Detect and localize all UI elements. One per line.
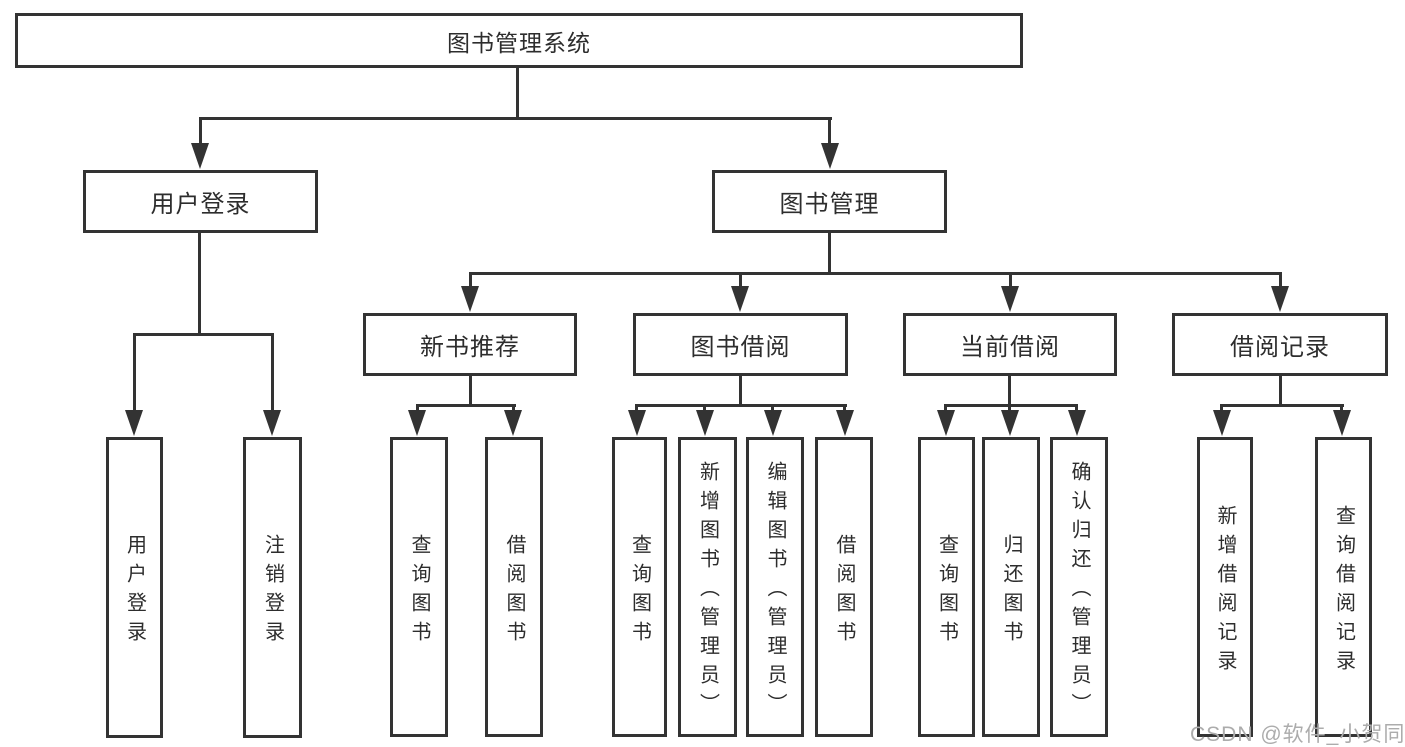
csdn-watermark: CSDN @软件_小贺同学 [1190,723,1405,746]
arrow-down-icon [125,410,143,436]
node-label: 图书管理 [779,191,880,218]
node-book-borrowing: 图书借阅 [633,313,848,376]
edge-line [635,404,638,413]
edge-line [771,404,774,413]
node-current-borrowing: 当前借阅 [903,313,1117,376]
node-label: 确认归还（管理员） [1068,461,1090,722]
node-label: 借阅记录 [1230,334,1330,361]
arrow-down-icon [937,410,955,436]
node-label: 编辑图书（管理员） [764,461,786,722]
edge-line [636,404,847,407]
node-user-login: 用户登录 [83,170,318,233]
edge-line [703,404,706,413]
arrow-down-icon [764,410,782,436]
edge-line [133,333,136,413]
edge-line [416,404,516,407]
edge-line [828,232,831,274]
node-label: 图书借阅 [690,334,791,361]
arrow-down-icon [836,410,854,436]
node-library-management-system: 图书管理系统 [15,13,1023,68]
node-label: 图书管理系统 [447,29,591,56]
edge-line [416,404,419,413]
edge-line [1075,404,1078,413]
edge-line [1340,404,1343,413]
leaf-query-books-3: 查询图书 [918,437,975,737]
arrow-down-icon [408,410,426,436]
arrow-down-icon [1001,410,1019,436]
node-new-book-recommend: 新书推荐 [363,313,577,376]
arrow-down-icon [1001,286,1019,312]
leaf-query-books-1: 查询图书 [390,437,448,737]
leaf-confirm-return-admin: 确认归还（管理员） [1050,437,1108,737]
edge-line [469,375,472,406]
arrow-down-icon [628,410,646,436]
arrow-down-icon [504,410,522,436]
leaf-edit-book-admin: 编辑图书（管理员） [746,437,804,737]
node-borrowing-records: 借阅记录 [1172,313,1388,376]
edge-line [1008,375,1011,406]
leaf-query-books-2: 查询图书 [612,437,667,737]
leaf-add-book-admin: 新增图书（管理员） [678,437,737,737]
edge-line [1008,404,1011,413]
arrow-down-icon [263,410,281,436]
node-label: 查询图书 [408,533,430,650]
node-label: 当前借阅 [960,334,1060,361]
edge-line [512,404,515,413]
leaf-return-books: 归还图书 [982,437,1040,737]
arrow-down-icon [1213,410,1231,436]
edge-line [516,68,519,119]
node-label: 借阅图书 [833,533,855,650]
node-label: 用户登录 [123,534,146,650]
node-label: 新增图书（管理员） [696,461,719,722]
edge-line [1009,272,1012,290]
edge-line [945,404,1078,407]
arrow-down-icon [696,410,714,436]
node-label: 用户登录 [150,191,251,218]
node-label: 查询图书 [628,533,651,650]
arrow-down-icon [821,143,839,169]
edge-line [469,272,472,290]
leaf-user-login: 用户登录 [106,437,163,738]
node-label: 查询借阅记录 [1332,504,1355,679]
edge-line [1221,404,1344,407]
edge-line [944,404,947,413]
node-label: 新书推荐 [420,334,520,361]
edge-line [739,375,742,406]
edge-line [739,272,742,290]
node-label: 新增借阅记录 [1214,504,1236,679]
arrow-down-icon [461,286,479,312]
leaf-logout: 注销登录 [243,437,302,738]
edge-line [1279,272,1282,290]
edge-line [843,404,846,413]
leaf-borrow-books-1: 借阅图书 [485,437,543,737]
edge-line [1279,376,1282,406]
arrow-down-icon [1333,410,1351,436]
arrow-down-icon [731,286,749,312]
node-label: 借阅图书 [503,533,525,650]
edge-line [828,117,831,147]
edge-line [199,117,202,147]
leaf-query-borrow-record: 查询借阅记录 [1315,437,1372,737]
edge-line [1220,404,1223,413]
arrow-down-icon [1068,410,1086,436]
arrow-down-icon [1271,286,1289,312]
edge-line [199,117,832,120]
edge-line [198,232,201,335]
leaf-add-borrow-record: 新增借阅记录 [1197,437,1253,737]
edge-line [469,272,1282,275]
arrow-down-icon [191,143,209,169]
node-label: 注销登录 [261,534,284,650]
node-label: 查询图书 [935,533,958,650]
node-book-management: 图书管理 [712,170,947,233]
node-label: 归还图书 [1000,533,1022,650]
edge-line [271,333,274,413]
leaf-borrow-books-2: 借阅图书 [815,437,873,737]
edge-line [133,333,274,336]
